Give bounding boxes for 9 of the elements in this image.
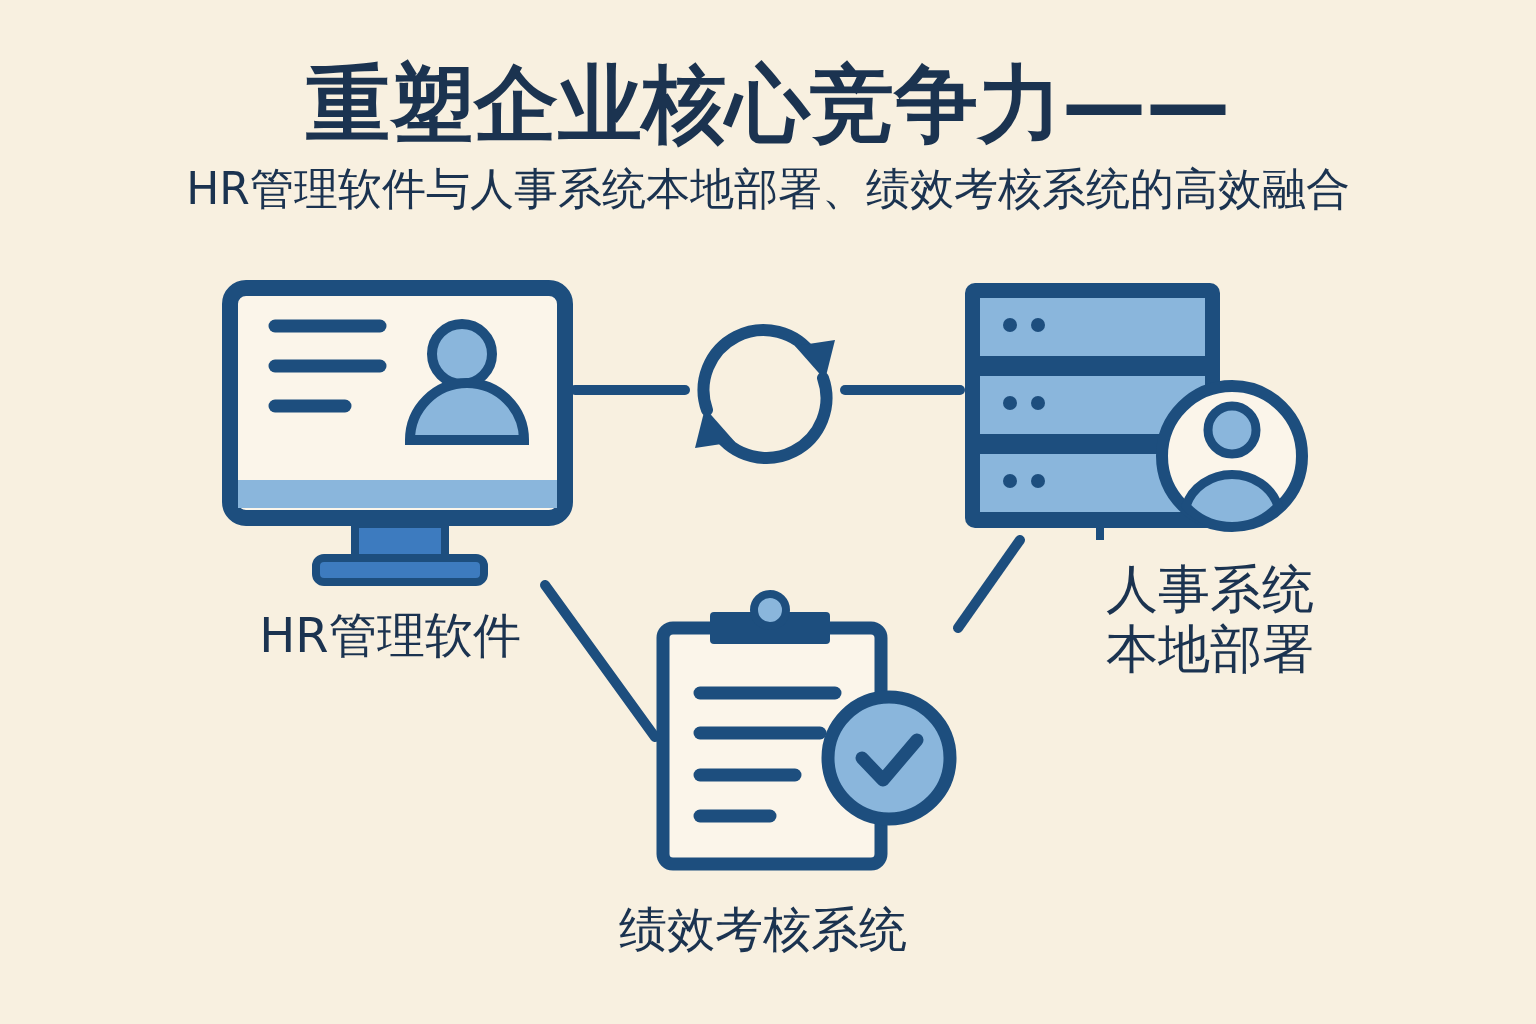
node-label: HR管理软件 bbox=[258, 606, 522, 665]
connector-line bbox=[840, 385, 965, 395]
connector-line bbox=[953, 535, 1025, 633]
title: 重塑企业核心竞争力—— bbox=[305, 54, 1231, 155]
subtitle: HR管理软件与人事系统本地部署、绩效考核系统的高效融合 bbox=[185, 162, 1351, 216]
clipboard-check-icon bbox=[655, 588, 958, 872]
node-label: 绩效考核系统 bbox=[617, 900, 908, 959]
monitor-icon bbox=[220, 278, 575, 585]
node-label: 人事系统本地部署 bbox=[1106, 560, 1315, 680]
